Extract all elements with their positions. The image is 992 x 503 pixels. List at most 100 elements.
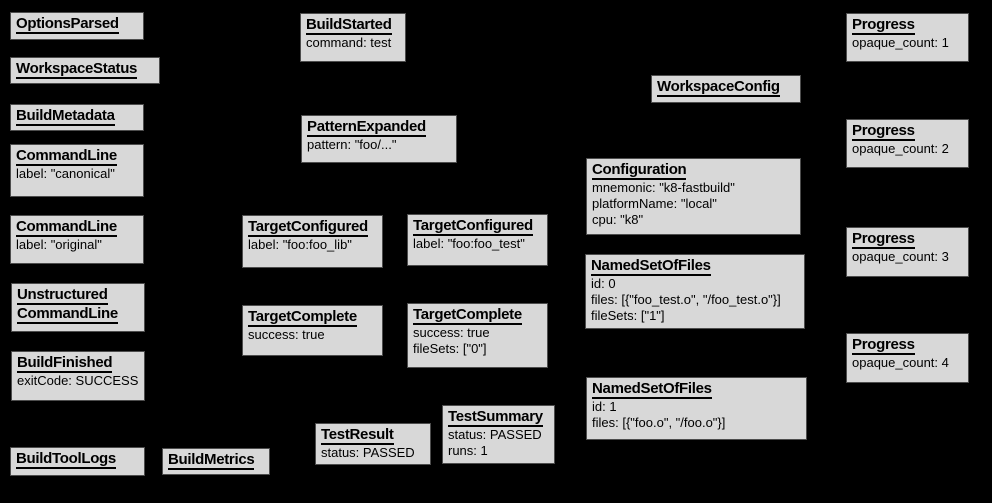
- node-field: opaque_count: 2: [852, 141, 949, 156]
- node-title-row: Progress: [852, 122, 963, 141]
- node-title: Configuration: [592, 161, 687, 180]
- node-title: Progress: [852, 230, 915, 249]
- node-title: CommandLine: [16, 218, 117, 237]
- node-title: TestSummary: [448, 408, 543, 427]
- node-title-row: WorkspaceStatus: [16, 60, 154, 79]
- node-title-row: Progress: [852, 230, 963, 249]
- node-field: exitCode: SUCCESS: [17, 373, 139, 388]
- node-title-row: OptionsParsed: [16, 15, 138, 34]
- node-field: success: true: [248, 327, 325, 342]
- node-title: TargetComplete: [248, 308, 357, 327]
- node-field: files: [{"foo.o", "/foo.o"}]: [592, 415, 726, 430]
- event-node-build-metadata: BuildMetadata: [10, 104, 144, 131]
- event-node-build-metrics: BuildMetrics: [162, 448, 270, 475]
- node-field: fileSets: ["1"]: [591, 308, 665, 323]
- node-field: opaque_count: 3: [852, 249, 949, 264]
- node-title-row: BuildMetadata: [16, 107, 138, 126]
- node-title: BuildMetrics: [168, 451, 255, 470]
- node-title-row: PatternExpanded: [307, 118, 451, 137]
- node-field: runs: 1: [448, 443, 488, 458]
- node-title: OptionsParsed: [16, 15, 119, 34]
- event-node-options-parsed: OptionsParsed: [10, 12, 144, 40]
- node-title-row: BuildMetrics: [168, 451, 264, 470]
- node-title: Progress: [852, 122, 915, 141]
- event-node-build-tool-logs: BuildToolLogs: [10, 447, 145, 476]
- node-field: cpu: "k8": [592, 212, 644, 227]
- node-field: label: "foo:foo_test": [413, 236, 525, 251]
- node-field: label: "original": [16, 237, 102, 252]
- node-field: pattern: "foo/...": [307, 137, 397, 152]
- node-field: command: test: [306, 35, 392, 50]
- node-title-row: Unstructured: [17, 286, 139, 305]
- node-title: TargetConfigured: [413, 217, 533, 236]
- node-title: TargetConfigured: [248, 218, 368, 237]
- node-title: PatternExpanded: [307, 118, 426, 137]
- node-field: id: 1: [592, 399, 617, 414]
- node-title-row: CommandLine: [16, 218, 138, 237]
- node-title-row: NamedSetOfFiles: [591, 257, 799, 276]
- node-title: Progress: [852, 336, 915, 355]
- node-title-row: Progress: [852, 16, 963, 35]
- node-title: NamedSetOfFiles: [591, 257, 711, 276]
- node-field: fileSets: ["0"]: [413, 341, 487, 356]
- node-title-row: TargetConfigured: [413, 217, 542, 236]
- node-title-row: CommandLine: [17, 305, 139, 324]
- node-title-row: Configuration: [592, 161, 795, 180]
- node-title-row: TargetConfigured: [248, 218, 377, 237]
- event-node-workspace-status: WorkspaceStatus: [10, 57, 160, 84]
- node-field: opaque_count: 4: [852, 355, 949, 370]
- node-title-row: TargetComplete: [413, 306, 542, 325]
- node-field: mnemonic: "k8-fastbuild": [592, 180, 735, 195]
- node-title-row: Progress: [852, 336, 963, 355]
- node-title-row: NamedSetOfFiles: [592, 380, 801, 399]
- node-title-row: BuildStarted: [306, 16, 400, 35]
- node-field: platformName: "local": [592, 196, 717, 211]
- node-title: TargetComplete: [413, 306, 522, 325]
- node-title-row: WorkspaceConfig: [657, 78, 795, 97]
- node-title: Progress: [852, 16, 915, 35]
- node-field: label: "foo:foo_lib": [248, 237, 352, 252]
- node-title: BuildFinished: [17, 354, 113, 373]
- node-title: NamedSetOfFiles: [592, 380, 712, 399]
- node-title-row: BuildToolLogs: [16, 450, 139, 469]
- node-title-row: TargetComplete: [248, 308, 377, 327]
- node-field: id: 0: [591, 276, 616, 291]
- node-title: BuildMetadata: [16, 107, 115, 126]
- node-field: status: PASSED: [321, 445, 415, 460]
- node-field: label: "canonical": [16, 166, 115, 181]
- node-field: status: PASSED: [448, 427, 542, 442]
- node-title: TestResult: [321, 426, 394, 445]
- node-title-row: CommandLine: [16, 147, 138, 166]
- node-title: CommandLine: [17, 305, 118, 324]
- event-node-workspace-config: WorkspaceConfig: [651, 75, 801, 103]
- node-title: Unstructured: [17, 286, 108, 305]
- node-title-row: BuildFinished: [17, 354, 139, 373]
- node-title: WorkspaceStatus: [16, 60, 138, 79]
- node-title: CommandLine: [16, 147, 117, 166]
- node-title: BuildToolLogs: [16, 450, 116, 469]
- node-title: BuildStarted: [306, 16, 392, 35]
- node-title: WorkspaceConfig: [657, 78, 780, 97]
- node-field: success: true: [413, 325, 490, 340]
- node-title-row: TestSummary: [448, 408, 549, 427]
